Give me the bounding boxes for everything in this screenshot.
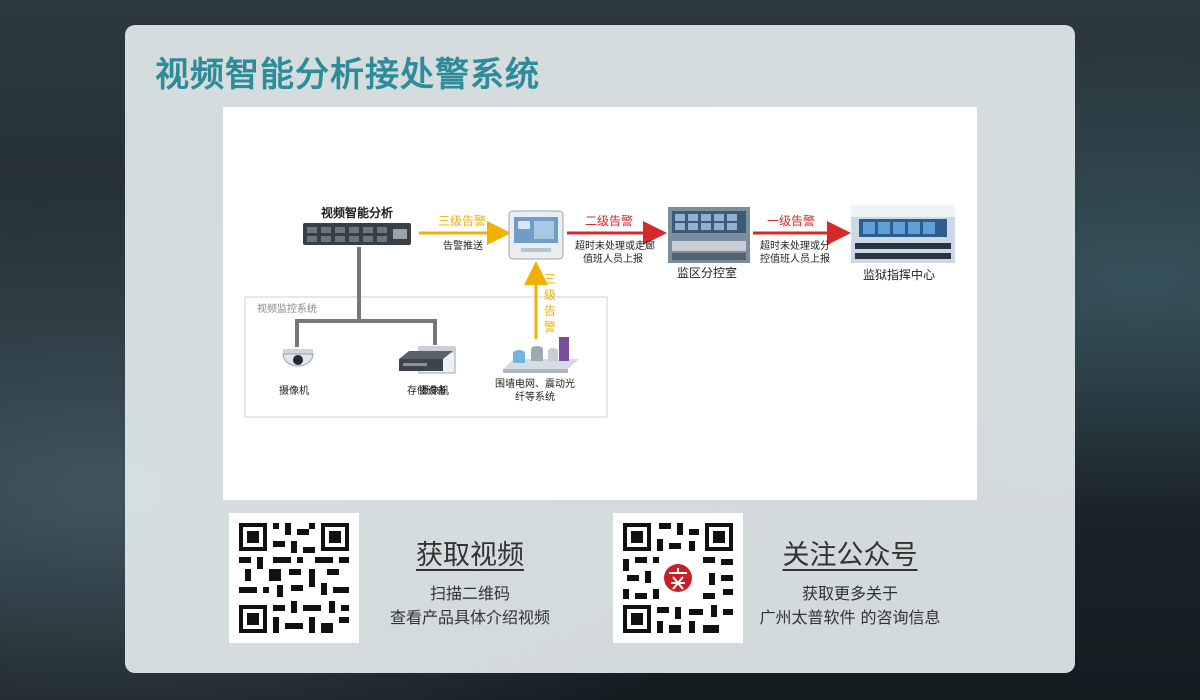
diagram-svg: 视频监控系统 视频智能分析 三级告警 告警推送 [244, 205, 955, 418]
perimeter-label-line2: 纤等系统 [515, 390, 555, 403]
vertical-char-4: 警 [544, 319, 556, 334]
video-promo: 获取视频 扫描二维码 查看产品具体介绍视频 [365, 533, 575, 630]
vertical-char-1: 三 [544, 272, 556, 286]
page-title: 视频智能分析接处警系统 [155, 55, 540, 95]
perimeter-system-icon [503, 337, 579, 373]
vertical-char-3: 告 [544, 304, 556, 318]
perimeter-label-line1: 围墙电网、震动光 [495, 377, 575, 390]
wechat-promo-title[interactable]: 关注公众号 [782, 540, 918, 571]
device-label-2: 摄像机 [419, 384, 449, 397]
connector-lines [295, 247, 437, 347]
analysis-label: 视频智能分析 [321, 205, 393, 220]
arrow1-sublabel: 告警推送 [443, 239, 483, 252]
command-center-photo [851, 205, 955, 263]
command-center-label: 监狱指挥中心 [863, 267, 935, 282]
brand-logo-icon [664, 564, 692, 592]
dome-camera-icon [282, 349, 314, 367]
video-promo-title[interactable]: 获取视频 [416, 540, 524, 571]
arrow2-label: 二级告警 [585, 213, 633, 228]
video-promo-line2: 查看产品具体介绍视频 [389, 608, 550, 627]
wechat-promo-line2: 广州太普软件 的咨询信息 [759, 608, 941, 627]
alarm-flow-diagram: 视频监控系统 视频智能分析 三级告警 告警推送 [223, 107, 977, 500]
analysis-server-icon [303, 223, 411, 245]
arrow3-label: 一级告警 [767, 213, 815, 228]
wechat-promo: 关注公众号 获取更多关于 广州太普软件 的咨询信息 [745, 533, 955, 630]
storage-device-icon [399, 351, 453, 371]
device-label-3: 存储设备 [407, 384, 447, 397]
wechat-qr-code [613, 513, 743, 643]
arrow1-label: 三级告警 [438, 213, 486, 228]
arrow2-sublabel-line1: 超时未处理或走廊 [575, 239, 655, 252]
monitoring-system-label: 视频监控系统 [257, 302, 317, 315]
alarm-terminal-icon [508, 210, 564, 260]
arrow2-sublabel-line2: 值班人员上报 [583, 252, 643, 265]
arrow3-sublabel-line2: 控值班人员上报 [760, 252, 830, 265]
monitoring-system-region [244, 296, 608, 418]
vertical-char-2: 级 [544, 288, 556, 302]
arrow3-sublabel-line1: 超时未处理或分 [760, 239, 830, 252]
device-label-1: 摄像机 [279, 384, 309, 397]
branch-room-label: 监区分控室 [677, 265, 737, 280]
content-card: 视频智能分析接处警系统 视频监控系统 视频智能分析 [125, 25, 1075, 673]
video-qr-code [229, 513, 359, 643]
wechat-promo-line1: 获取更多关于 [801, 584, 898, 603]
video-promo-line1: 扫描二维码 [429, 584, 510, 603]
branch-room-photo [668, 207, 750, 263]
